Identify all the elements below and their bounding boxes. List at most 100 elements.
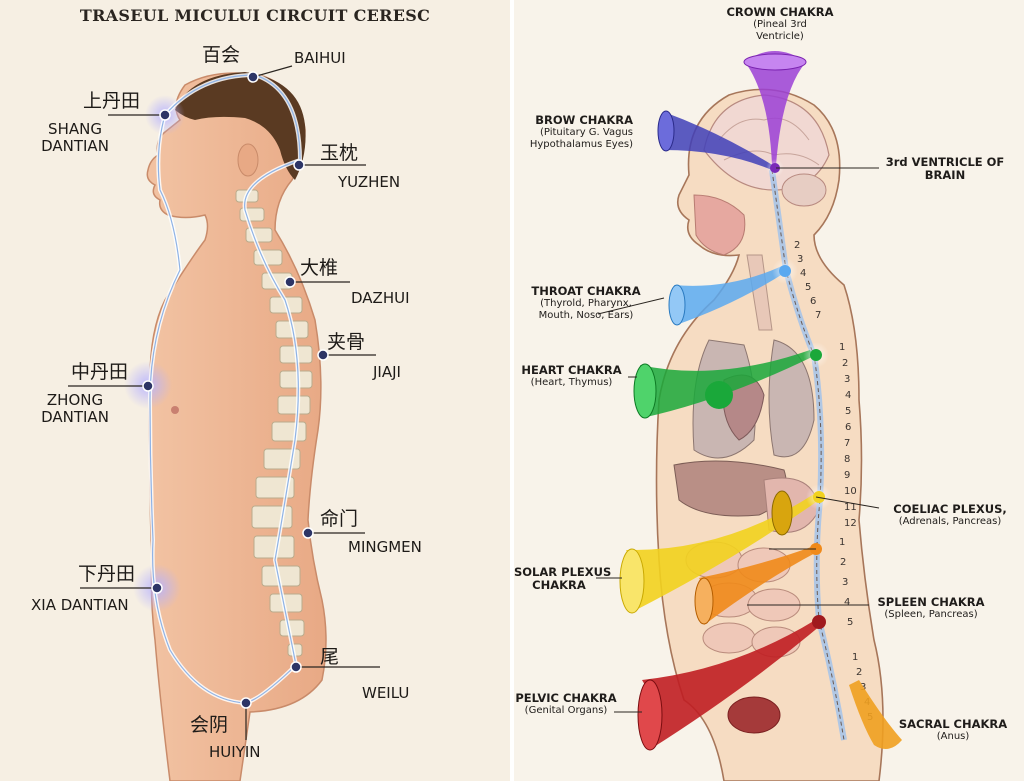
jiaji-label: JIAJI (373, 363, 401, 381)
vertebra-number: 4 (844, 597, 850, 608)
vertebra-number: 1 (839, 342, 845, 353)
crown-chakra-title: CROWN CHAKRA (726, 5, 834, 19)
mingmen-label: MINGMEN (348, 538, 422, 556)
spleen-chakra-label: SPLEEN CHAKRA (Spleen, Pancreas) (872, 595, 990, 621)
dazhui-label: DAZHUI (351, 289, 410, 307)
solar-plexus-title-line2: CHAKRA (532, 578, 586, 593)
panel-divider (510, 0, 514, 781)
body-profile-illustration (68, 65, 380, 781)
spleen-chakra-sub1: (Spleen, Pancreas) (884, 609, 978, 621)
huiyin-cn-label: 会阴 (190, 714, 229, 736)
vertebra-number: 3 (797, 254, 803, 265)
vertebra-number: 1 (839, 537, 845, 548)
vertebra-number: 4 (800, 268, 806, 279)
nipple (171, 406, 179, 414)
jiaji-cn-label: 夹骨 (327, 331, 366, 353)
huiyin-point (240, 697, 252, 709)
leader-lines (68, 65, 380, 740)
vertebra-number: 9 (844, 470, 850, 481)
brow-chakra-sub1: (Pituitary G. Vagus (540, 127, 633, 139)
jiaji-point (317, 349, 329, 361)
shang-dantian-label: SHANG DANTIAN (36, 120, 114, 156)
vertebra-number: 7 (844, 438, 850, 449)
crown-chakra-sub1: (Pineal 3rd (753, 19, 807, 31)
vertebra-number: 2 (856, 667, 862, 678)
brow-chakra-sub2: Hypothalamus Eyes) (529, 138, 633, 150)
vertebra-number: 3 (842, 577, 848, 588)
shang-dantian-cn-label: 上丹田 (83, 90, 141, 112)
zhong-dantian-cn-label: 中丹田 (71, 361, 129, 383)
mingmen-cn-label: 命门 (320, 508, 359, 530)
heart-chakra-title: HEART CHAKRA (521, 363, 622, 377)
yuzhen-point (293, 159, 305, 171)
shang-dantian-label-line2: DANTIAN (41, 137, 109, 156)
chakra-anatomy-illustration: 2345671234567891011121234512345 (596, 51, 902, 781)
solar-plexus-chakra-cone (619, 490, 819, 614)
third-ventricle-title-line1: 3rd VENTRICLE OF (885, 155, 1005, 169)
yuzhen-label: YUZHEN (338, 173, 401, 191)
channel-nodes (766, 159, 832, 629)
vertebra-number: 5 (847, 617, 853, 628)
dazhui-cn-label: 大椎 (300, 257, 339, 279)
coeliac-plexus-sub1: (Adrenals, Pancreas) (898, 516, 1002, 528)
coeliac-plexus-label: COELIAC PLEXUS, (Adrenals, Pancreas) (884, 502, 1016, 528)
weilu-point (290, 661, 302, 673)
vertebra-number: 10 (844, 486, 857, 497)
sacral-chakra-sub1: (Anus) (936, 731, 970, 743)
vertebra-number: 5 (845, 406, 851, 417)
xia-dantian-cn-label: 下丹田 (78, 563, 136, 585)
solar-plexus-label: SOLAR PLEXUS CHAKRA (514, 565, 612, 593)
vertebra-number: 8 (844, 454, 850, 465)
zhong-dantian-label-line1: ZHONG (46, 391, 104, 409)
throat-chakra-label: THROAT CHAKRA (Thyrold, Pharynx, Mouth, … (520, 284, 652, 321)
pelvic-chakra-cone (637, 619, 821, 751)
mingmen-point (302, 527, 314, 539)
brain (703, 94, 830, 191)
vertebra-number: 1 (852, 652, 858, 663)
diagram-title: TRASEUL MICULUI CIRCUIT CERESC (79, 6, 431, 25)
dazhui-point (284, 276, 296, 288)
shang-dantian-label-line1: SHANG (48, 120, 102, 138)
vertebra-number: 2 (794, 240, 800, 251)
vertebra-number: 3 (844, 374, 850, 385)
third-ventricle-label: 3rd VENTRICLE OF BRAIN (880, 155, 1010, 183)
pelvic-chakra-title: PELVIC CHAKRA (515, 691, 617, 705)
vertebra-number: 5 (805, 282, 811, 293)
brow-chakra-cone (657, 110, 774, 170)
weilu-cn-label: 尾 (320, 646, 340, 668)
huiyin-label: HUIYIN (209, 743, 261, 761)
spleen-chakra-title: SPLEEN CHAKRA (877, 595, 985, 609)
vertebra-number: 6 (845, 422, 851, 433)
baihui-cn-label: 百会 (202, 44, 241, 66)
acupoints (142, 71, 329, 709)
hair (175, 72, 306, 180)
pelvic-chakra-label: PELVIC CHAKRA (Genital Organs) (514, 691, 618, 717)
ear (237, 143, 259, 177)
third-ventricle-title-line2: BRAIN (924, 168, 966, 183)
vertebra-number: 4 (845, 390, 851, 401)
crown-chakra-label: CROWN CHAKRA (Pineal 3rd Ventricle) (710, 5, 850, 42)
coeliac-plexus-title: COELIAC PLEXUS, (893, 502, 1007, 516)
zhong-dantian-label: ZHONG DANTIAN (34, 391, 116, 427)
chakra-anatomy-panel: 2345671234567891011121234512345 (514, 0, 1024, 781)
zhong-dantian-label-line2: DANTIAN (41, 408, 109, 427)
microcosmic-orbit-panel: TRASEUL MICULUI CIRCUIT CERESC 百会 BAIHUI… (0, 0, 510, 781)
vertebra-number: 11 (844, 502, 857, 513)
weilu-label: WEILU (362, 684, 410, 702)
vertebra-number: 2 (840, 557, 846, 568)
brow-chakra-title: BROW CHAKRA (535, 113, 633, 127)
baihui-label: BAIHUI (294, 49, 346, 67)
crown-chakra-sub2: Ventricle) (756, 30, 804, 42)
shang-dantian-point (159, 109, 171, 121)
xia-dantian-point (151, 582, 163, 594)
trachea (746, 254, 773, 331)
pelvic-chakra-sub1: (Genital Organs) (524, 705, 608, 717)
throat-chakra-title: THROAT CHAKRA (531, 284, 641, 298)
heart-chakra-cone (633, 350, 814, 419)
vertebra-number: 12 (844, 518, 857, 529)
crown-chakra-cone (743, 51, 807, 165)
solar-plexus-title-line1: SOLAR PLEXUS (514, 565, 612, 579)
yuzhen-cn-label: 玉枕 (320, 142, 359, 164)
xia-dantian-label: XIA DANTIAN (31, 596, 129, 614)
